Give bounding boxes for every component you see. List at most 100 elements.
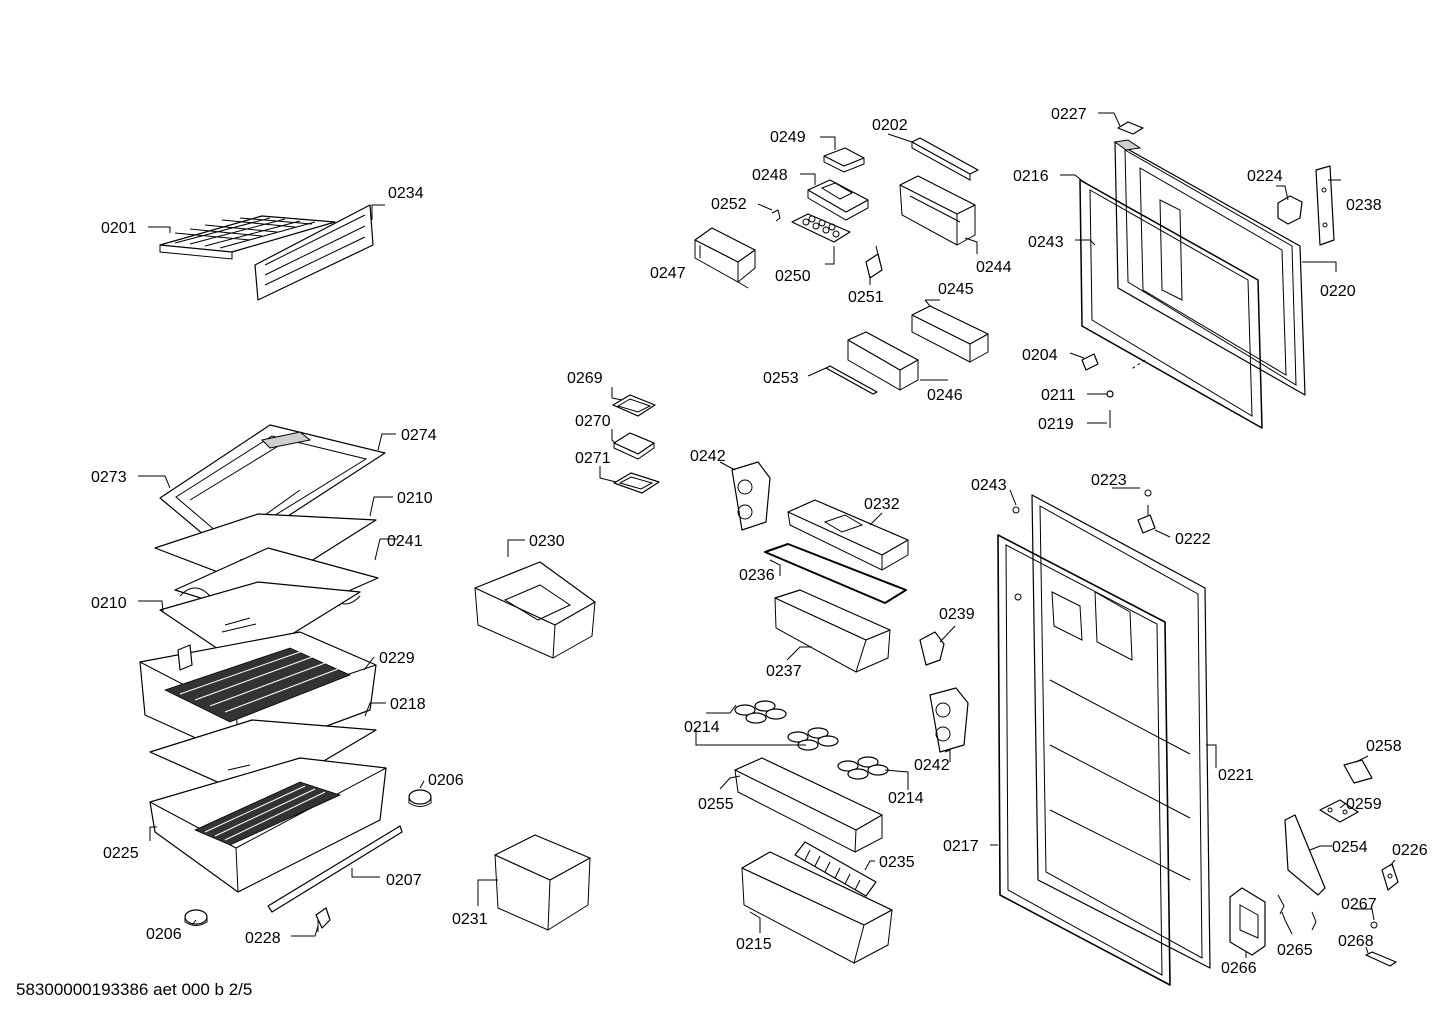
label-0219: 0219: [1038, 416, 1074, 433]
shelf-front-0234: [254, 204, 374, 301]
bracket-0251: [865, 245, 883, 279]
label-0214-left: 0214: [684, 719, 720, 736]
leader-lines: [138, 112, 1396, 958]
label-0227: 0227: [1051, 106, 1087, 123]
label-0234: 0234: [388, 185, 424, 202]
label-0274: 0274: [401, 427, 437, 444]
label-0235: 0235: [879, 854, 915, 871]
label-0245: 0245: [938, 281, 974, 298]
freezer-door-0220: [1113, 139, 1306, 396]
bin-0247: [694, 227, 756, 289]
label-0214-right: 0214: [888, 790, 924, 807]
label-0211: 0211: [1041, 387, 1076, 404]
label-0247: 0247: [650, 265, 686, 282]
label-0226: 0226: [1392, 842, 1428, 859]
drawer-0225: [149, 757, 387, 893]
label-0258: 0258: [1366, 738, 1402, 755]
bottle-shelf-0237: [774, 589, 891, 673]
bin-0244: [899, 175, 976, 246]
part-0248: [807, 179, 869, 221]
label-0221: 0221: [1218, 767, 1254, 784]
label-0251: 0251: [848, 289, 884, 306]
knob-0239: [919, 631, 945, 666]
label-0254: 0254: [1332, 839, 1368, 856]
label-0267: 0267: [1341, 896, 1377, 913]
parts-0265-0267-0268: [1277, 894, 1397, 967]
switch-0226: [1381, 863, 1399, 891]
part-drawings: [139, 121, 1399, 986]
label-0231: 0231: [452, 911, 488, 928]
label-0271: 0271: [575, 450, 611, 467]
egg-holders-0214: [734, 700, 889, 780]
label-0216: 0216: [1013, 168, 1049, 185]
balcony-0215: [741, 851, 893, 964]
label-0230: 0230: [529, 533, 565, 550]
cover-0266: [1229, 887, 1266, 956]
part-0249: [823, 147, 865, 173]
foot-0206-left: [184, 909, 208, 926]
label-0206-right: 0206: [428, 772, 464, 789]
tray-0270: [613, 432, 655, 460]
label-0222: 0222: [1175, 531, 1211, 548]
fridge-door-0221: [1031, 494, 1211, 969]
label-0224: 0224: [1247, 168, 1283, 185]
label-0265: 0265: [1277, 942, 1313, 959]
label-0206-left: 0206: [146, 926, 182, 943]
foot-0206-right: [408, 789, 432, 807]
label-0236: 0236: [739, 567, 775, 584]
label-0246: 0246: [927, 387, 963, 404]
bin-0245: [911, 299, 989, 363]
label-0207: 0207: [386, 872, 422, 889]
clip-0235: [794, 841, 877, 897]
label-0217: 0217: [943, 838, 979, 855]
label-0238: 0238: [1346, 197, 1382, 214]
label-0204: 0204: [1022, 347, 1058, 364]
hinge-parts-0222-0223-0243: [1012, 489, 1156, 601]
label-0250: 0250: [775, 268, 811, 285]
box-0231: [494, 834, 591, 931]
label-0223: 0223: [1091, 472, 1127, 489]
label-0248: 0248: [752, 167, 788, 184]
fridge-gasket-0217: [997, 534, 1171, 986]
label-0258: [1343, 759, 1373, 784]
label-0210-upper: 0210: [397, 490, 433, 507]
tray-0269: [612, 394, 656, 417]
rod-0253: [825, 365, 878, 395]
label-0225: 0225: [103, 845, 139, 862]
label-0249: 0249: [770, 129, 806, 146]
hinge-parts-0204-0211-0219: [1081, 353, 1146, 428]
glass-shelf-0210-lower: [159, 581, 361, 666]
label-0259: 0259: [1346, 796, 1382, 813]
label-0243-upper: 0243: [1028, 234, 1064, 251]
label-0252: 0252: [711, 196, 747, 213]
clip-0228: [315, 907, 331, 932]
label-0273: 0273: [91, 469, 127, 486]
label-0243-lower: 0243: [971, 477, 1007, 494]
bin-0246: [847, 331, 919, 391]
parts-0227-0224-0238: [1117, 121, 1335, 246]
label-0253: 0253: [763, 370, 799, 387]
label-0201: 0201: [101, 220, 137, 237]
label-0202: 0202: [872, 117, 908, 134]
label-0210-lower: 0210: [91, 595, 127, 612]
wire-shelf-0201: [159, 215, 336, 260]
ice-tray-0250: [791, 213, 851, 243]
cover-0254: [1284, 814, 1326, 896]
label-0239: 0239: [939, 606, 975, 623]
divider-0242-lower: [929, 687, 969, 753]
label-0266: 0266: [1221, 960, 1257, 977]
part-0259: [1319, 799, 1359, 823]
label-0232: 0232: [864, 496, 900, 513]
label-0269: 0269: [567, 370, 603, 387]
balcony-0255: [734, 757, 883, 853]
label-0241: 0241: [387, 533, 423, 550]
gasket-0236: [764, 543, 907, 604]
label-0242-lower: 0242: [914, 757, 950, 774]
part-0202: [911, 137, 979, 181]
part-0252: [771, 209, 781, 222]
label-0244: 0244: [976, 259, 1012, 276]
label-0242-upper: 0242: [690, 448, 726, 465]
label-0218: 0218: [390, 696, 426, 713]
lid-0232: [787, 499, 909, 571]
